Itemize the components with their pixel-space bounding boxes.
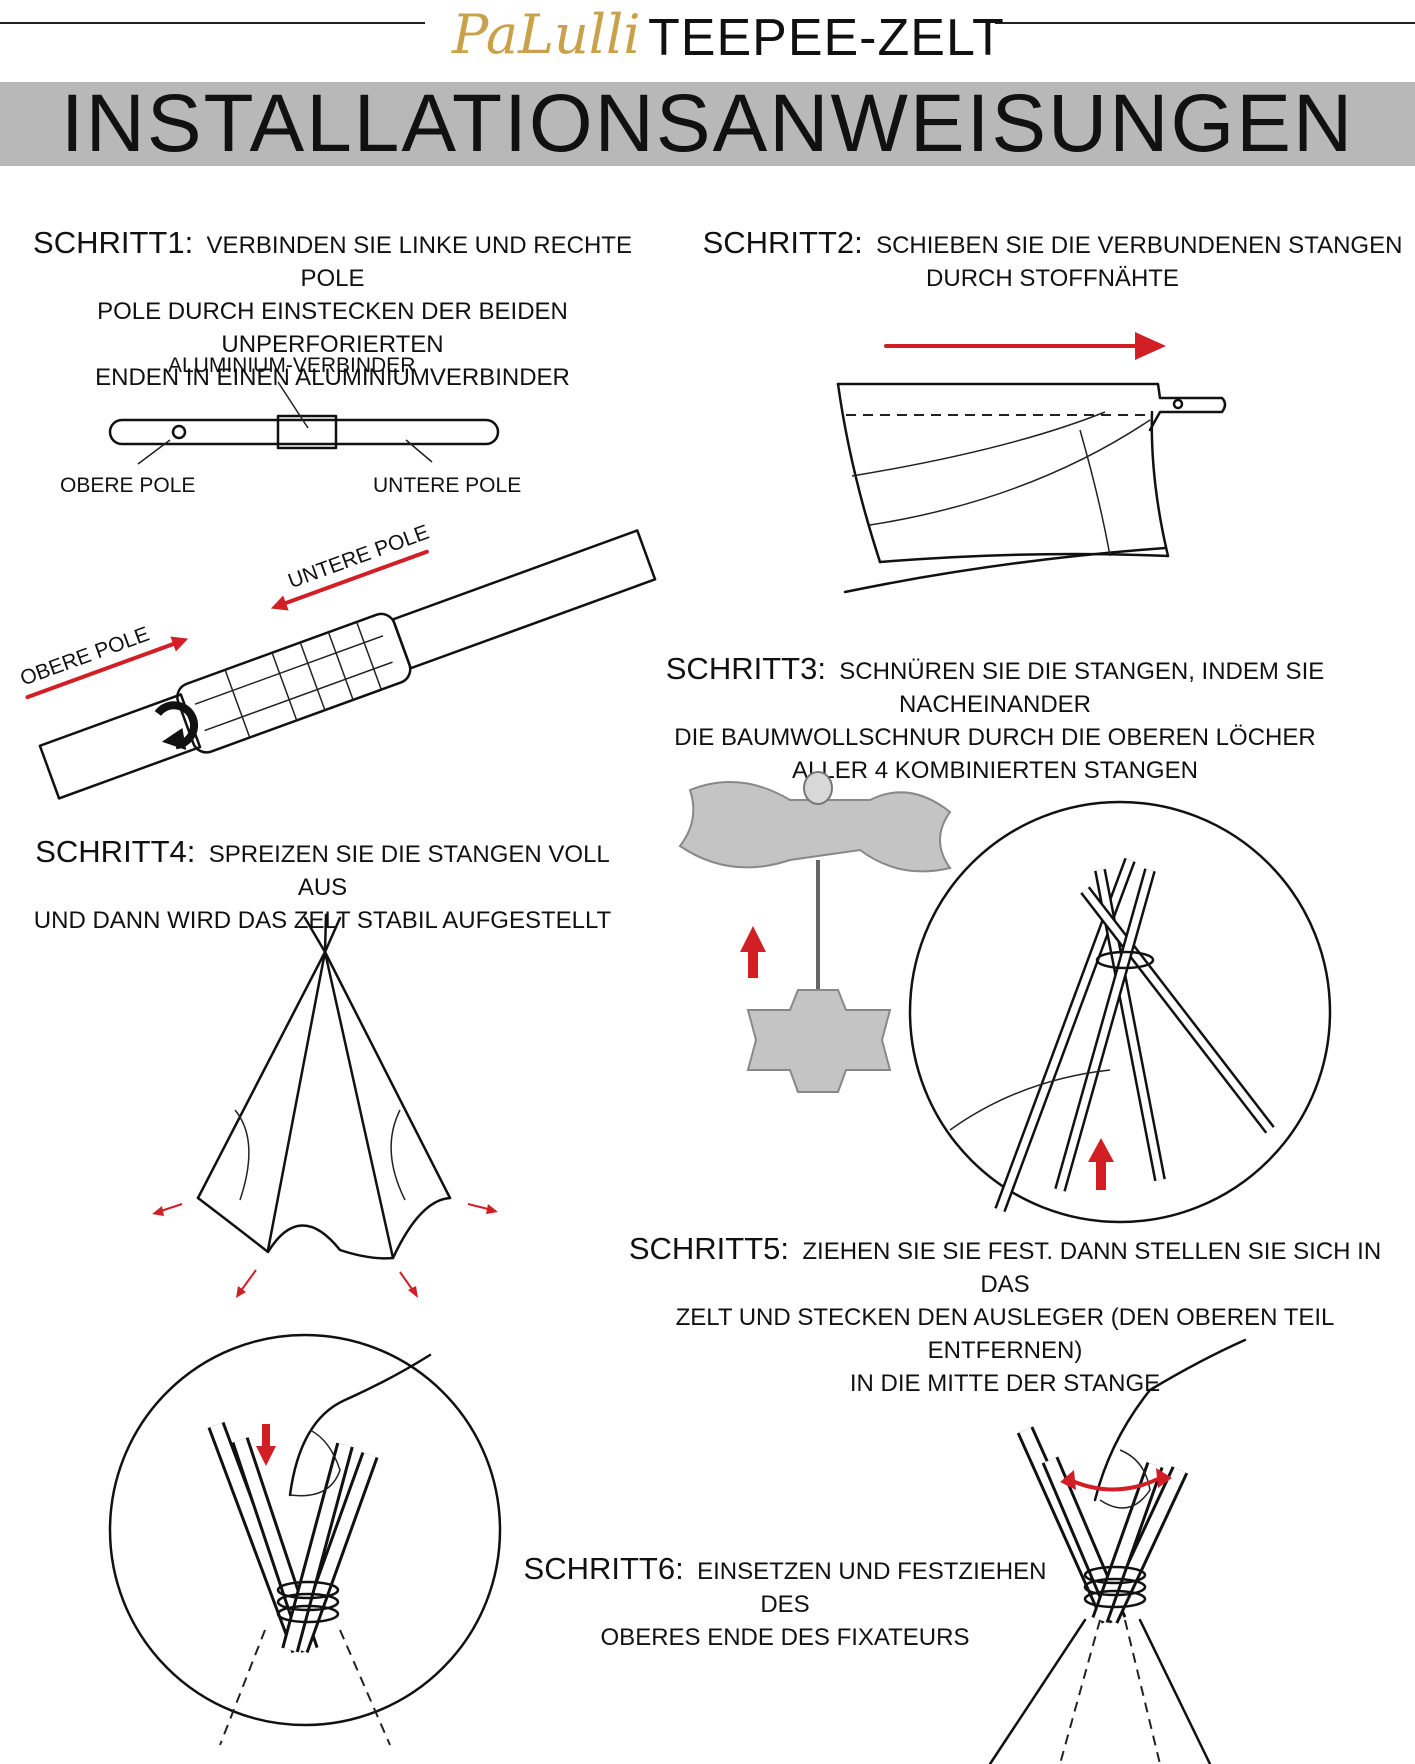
step-1-text: SCHRITT1: VERBINDEN SIE LINKE UND RECHTE… — [0, 226, 665, 394]
step-2-label: SCHRITT2: — [702, 225, 863, 260]
product-name: TEEPEE-ZELT — [648, 9, 1005, 67]
step-2-text: SCHRITT2: SCHIEBEN SIE DIE VERBUNDENEN S… — [700, 226, 1405, 295]
step-6-line-2: OBERES ENDE DES FIXATEURS — [600, 1624, 970, 1651]
step-3-label: SCHRITT3: — [665, 651, 826, 686]
step-3-line-1: SCHNÜREN SIE DIE STANGEN, INDEM SIE NACH… — [839, 658, 1325, 718]
lower-pole-label: UNTERE POLE — [373, 474, 522, 497]
step-1-line-1: VERBINDEN SIE LINKE UND RECHTE POLE — [206, 232, 632, 292]
step-4-text: SCHRITT4: SPREIZEN SIE DIE STANGEN VOLL … — [10, 835, 635, 937]
brand-logo: PaLulli — [452, 3, 641, 66]
step-6-label: SCHRITT6: — [523, 1551, 684, 1586]
step-1-line-3: ENDEN IN EINEN ALUMINIUMVERBINDER — [95, 364, 570, 391]
step-3-text: SCHRITT3: SCHNÜREN SIE DIE STANGEN, INDE… — [585, 652, 1405, 787]
step-3-line-3: ALLER 4 KOMBINIERTEN STANGEN — [792, 757, 1198, 784]
step-5-label: SCHRITT5: — [628, 1231, 790, 1266]
step-3-line-2: DIE BAUMWOLLSCHNUR DURCH DIE OBEREN LÖCH… — [674, 724, 1316, 751]
step-1-line-2: POLE DURCH EINSTECKEN DER BEIDEN UNPERFO… — [97, 298, 568, 358]
page-title: INSTALLATIONSANWEISUNGEN — [60, 78, 1355, 169]
connector-label: ALUMINIUM-VERBINDER — [168, 354, 416, 377]
step-6-text: SCHRITT6: EINSETZEN UND FESTZIEHEN DES O… — [505, 1552, 1065, 1654]
step-6-line-1: EINSETZEN UND FESTZIEHEN DES — [697, 1558, 1047, 1618]
step-5-line-3: IN DIE MITTE DER STANGE — [849, 1370, 1161, 1397]
step-5-text: SCHRITT5: ZIEHEN SIE SIE FEST. DANN STEL… — [605, 1232, 1405, 1400]
step-4-line-1: SPREIZEN SIE DIE STANGEN VOLL AUS — [208, 841, 610, 901]
step-2-line-2: DURCH STOFFNÄHTE — [926, 265, 1179, 292]
upper-pole-label: OBERE POLE — [60, 474, 196, 497]
step-2-line-1: SCHIEBEN SIE DIE VERBUNDENEN STANGEN — [876, 232, 1403, 259]
step-4-label: SCHRITT4: — [35, 834, 196, 869]
title-banner: INSTALLATIONSANWEISUNGEN — [0, 82, 1415, 166]
step-5-line-2: ZELT UND STECKEN DEN AUSLEGER (DEN OBERE… — [675, 1304, 1335, 1364]
step-4-line-2: UND DANN WIRD DAS ZELT STABIL AUFGESTELL… — [33, 907, 612, 934]
step-1-label: SCHRITT1: — [33, 225, 194, 260]
header-rule-left — [0, 22, 425, 24]
step-5-line-1: ZIEHEN SIE SIE FEST. DANN STELLEN SIE SI… — [802, 1238, 1382, 1298]
header-rule-right — [995, 22, 1415, 24]
